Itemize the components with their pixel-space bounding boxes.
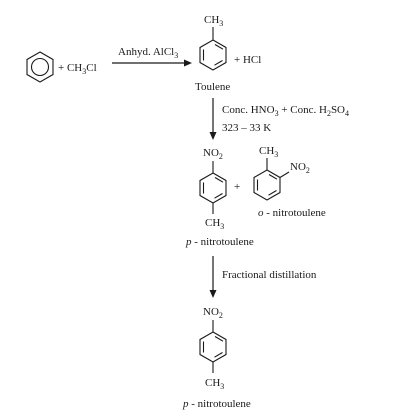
nitration-reagents: Conc. HNO3 + Conc. H2SO4: [222, 104, 349, 118]
p-nitrotoluene-no2-label: NO2: [203, 147, 223, 161]
reaction-arrow-3: [209, 256, 217, 298]
distillation-label: Fractional distillation: [222, 269, 317, 281]
nitration-conditions: 323 – 33 K: [222, 122, 271, 134]
reaction-arrow-1: [112, 59, 192, 67]
final-ch3-label: CH3: [205, 377, 224, 391]
final-p-nitrotoluene-ring: [199, 331, 227, 363]
reagent-alcl3: Anhyd. AlCl3: [118, 46, 178, 60]
o-nitrotoluene-nitro-bond: [279, 171, 290, 178]
p-nitrotoluene-ch3-label: CH3: [205, 217, 224, 231]
o-nitrotoluene-ring: [253, 169, 281, 201]
toluene-ch3-label: CH3: [204, 14, 223, 28]
methyl-chloride-formula: + CH3Cl: [58, 62, 97, 76]
o-nitrotoluene-ch3-label: CH3: [259, 145, 278, 159]
reaction-arrow-2: [209, 98, 217, 140]
toluene-ring: [199, 39, 227, 71]
plus-sign: +: [234, 181, 240, 193]
p-nitrotoluene-ring: [199, 172, 227, 204]
final-product-name: p - nitrotoulene: [182, 398, 251, 410]
p-nitrotoluene-name: p - nitrotoulene: [185, 236, 254, 248]
final-no2-label: NO2: [203, 306, 223, 320]
benzene-ring: [26, 51, 54, 83]
hcl-byproduct: + HCl: [234, 54, 261, 66]
toluene-name: Toulene: [195, 81, 230, 93]
o-nitrotoluene-name: o - nitrotoulene: [258, 207, 326, 219]
o-nitrotoluene-no2-label: NO2: [290, 161, 310, 175]
